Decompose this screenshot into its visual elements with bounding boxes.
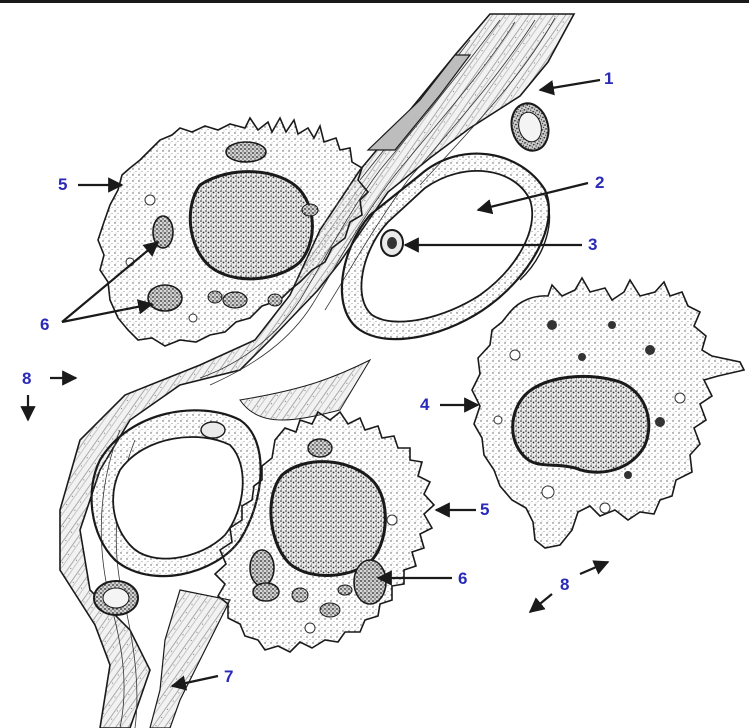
label-6-lower: 6: [458, 569, 467, 588]
label-6-upper: 6: [40, 315, 49, 334]
label-8-right: 8: [560, 575, 569, 594]
arrow-8b-up: [580, 562, 608, 574]
label-5-upper: 5: [58, 175, 67, 194]
mito-ul-1: [226, 142, 266, 162]
label-5-lower: 5: [480, 500, 489, 519]
label-3: 3: [588, 235, 597, 254]
nucleus-right: [513, 376, 649, 472]
nucleus-lower-middle: [271, 462, 385, 576]
label-8-left: 8: [22, 369, 31, 388]
arrow-1: [540, 80, 600, 90]
central-fibers: [240, 360, 370, 420]
cell-right: [472, 278, 744, 548]
lower-fiber-strand: [150, 590, 230, 728]
mito-lm-2: [354, 560, 386, 604]
cell-upper-left: [98, 118, 368, 346]
mito-lm-1: [250, 550, 274, 586]
label-2: 2: [595, 173, 604, 192]
arrow-8b-down: [530, 594, 552, 612]
label-1: 1: [604, 69, 613, 88]
label-4: 4: [420, 395, 430, 414]
label-7: 7: [224, 667, 233, 686]
nucleus-upper-left: [190, 172, 312, 279]
mito-ul-3: [148, 285, 182, 311]
